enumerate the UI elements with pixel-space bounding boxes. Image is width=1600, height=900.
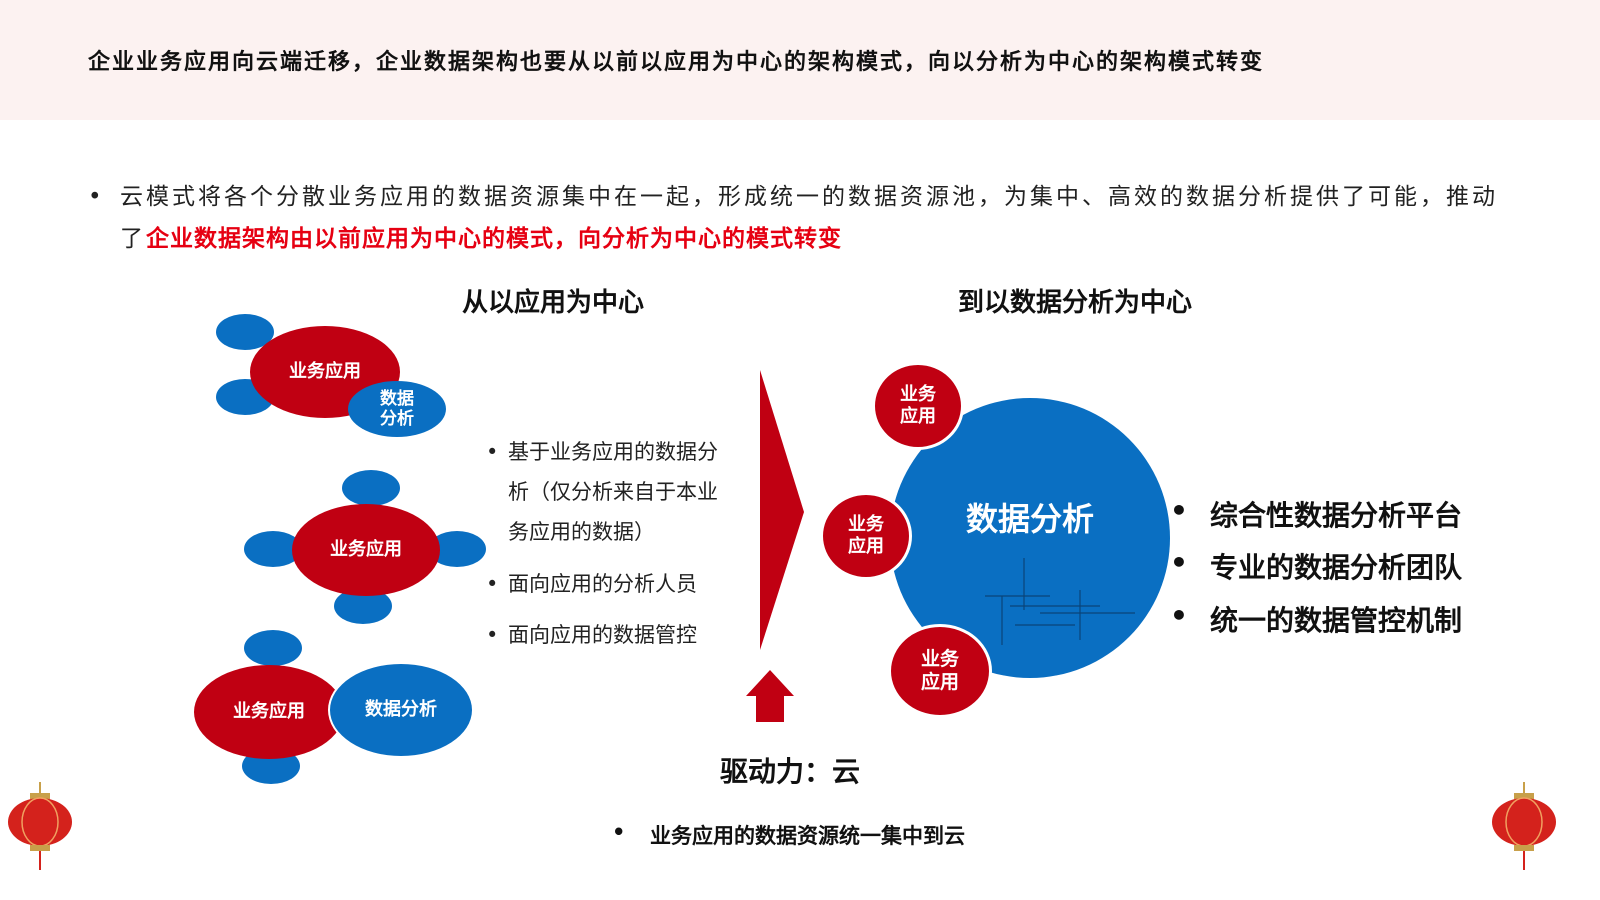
right-bullet-3-text: 统一的数据管控机制 — [1210, 604, 1463, 637]
cluster1-analysis-label: 数据分析 — [380, 388, 414, 429]
intro-paragraph: • 云模式将各个分散业务应用的数据资源集中在一起，形成统一的数据资源池，为集中、… — [88, 176, 1508, 260]
satellite-app-node: 业务应用 — [888, 624, 992, 718]
left-section-title: 从以应用为中心 — [462, 288, 645, 318]
left-bullet-1-text: 基于业务应用的数据分析（仅分析来自于本业务应用的数据） — [508, 440, 718, 544]
driver-bullet-text: 业务应用的数据资源统一集中到云 — [650, 824, 965, 848]
hub-label: 数据分析 — [965, 500, 1094, 538]
cluster3-analysis-node: 数据分析 — [328, 662, 474, 758]
satellite-app-label: 业务应用 — [848, 514, 884, 557]
lantern-icon — [1492, 782, 1556, 870]
transition-arrow — [760, 370, 804, 650]
cluster3-analysis-label: 数据分析 — [365, 699, 437, 721]
satellite-app-node: 业务应用 — [872, 362, 964, 450]
left-bullet-2-text: 面向应用的分析人员 — [508, 572, 697, 596]
cluster2-app-node: 业务应用 — [292, 504, 440, 596]
cluster2-app-label: 业务应用 — [330, 539, 402, 561]
left-bullet-1: •基于业务应用的数据分析（仅分析来自于本业务应用的数据） — [486, 440, 718, 544]
intro-text: 云模式将各个分散业务应用的数据资源集中在一起，形成统一的数据资源池，为集中、高效… — [120, 184, 1498, 252]
right-bullet-3: •统一的数据管控机制 — [1170, 599, 1463, 637]
lantern-icon — [8, 782, 72, 870]
cluster3-app-node: 业务应用 — [194, 665, 344, 759]
cluster1-analysis-node: 数据分析 — [348, 381, 446, 437]
satellite-app-label: 业务应用 — [920, 648, 959, 693]
up-arrow — [746, 670, 794, 722]
right-bullet-1: •综合性数据分析平台 — [1170, 494, 1463, 532]
intro-highlight: 企业数据架构由以前应用为中心的模式，向分析为中心的模式转变 — [146, 226, 842, 252]
right-bullet-1-text: 综合性数据分析平台 — [1210, 499, 1463, 532]
header-banner: 企业业务应用向云端迁移，企业数据架构也要从以前以应用为中心的架构模式，向以分析为… — [0, 0, 1600, 120]
left-bullet-3-text: 面向应用的数据管控 — [508, 623, 697, 647]
bullet-dot: • — [88, 184, 105, 210]
satellite-app-label: 业务应用 — [900, 384, 936, 427]
driver-title: 驱动力：云 — [720, 755, 861, 788]
intro-text-wrap: 云模式将各个分散业务应用的数据资源集中在一起，形成统一的数据资源池，为集中、高效… — [120, 176, 1508, 260]
satellite-app-node: 业务应用 — [820, 492, 912, 580]
right-bullet-2-text: 专业的数据分析团队 — [1210, 551, 1463, 584]
page-title: 企业业务应用向云端迁移，企业数据架构也要从以前以应用为中心的架构模式，向以分析为… — [88, 50, 1265, 75]
cluster1-app-label: 业务应用 — [289, 361, 361, 383]
right-section-title: 到以数据分析为中心 — [958, 288, 1193, 318]
small-blue-node — [342, 470, 400, 506]
right-bullet-2: •专业的数据分析团队 — [1170, 546, 1463, 584]
left-bullet-2: •面向应用的分析人员 — [486, 572, 697, 596]
small-blue-node — [244, 630, 302, 666]
driver-bullet: •业务应用的数据资源统一集中到云 — [612, 820, 965, 848]
cluster3-app-label: 业务应用 — [233, 701, 305, 723]
left-bullet-3: •面向应用的数据管控 — [486, 623, 697, 647]
